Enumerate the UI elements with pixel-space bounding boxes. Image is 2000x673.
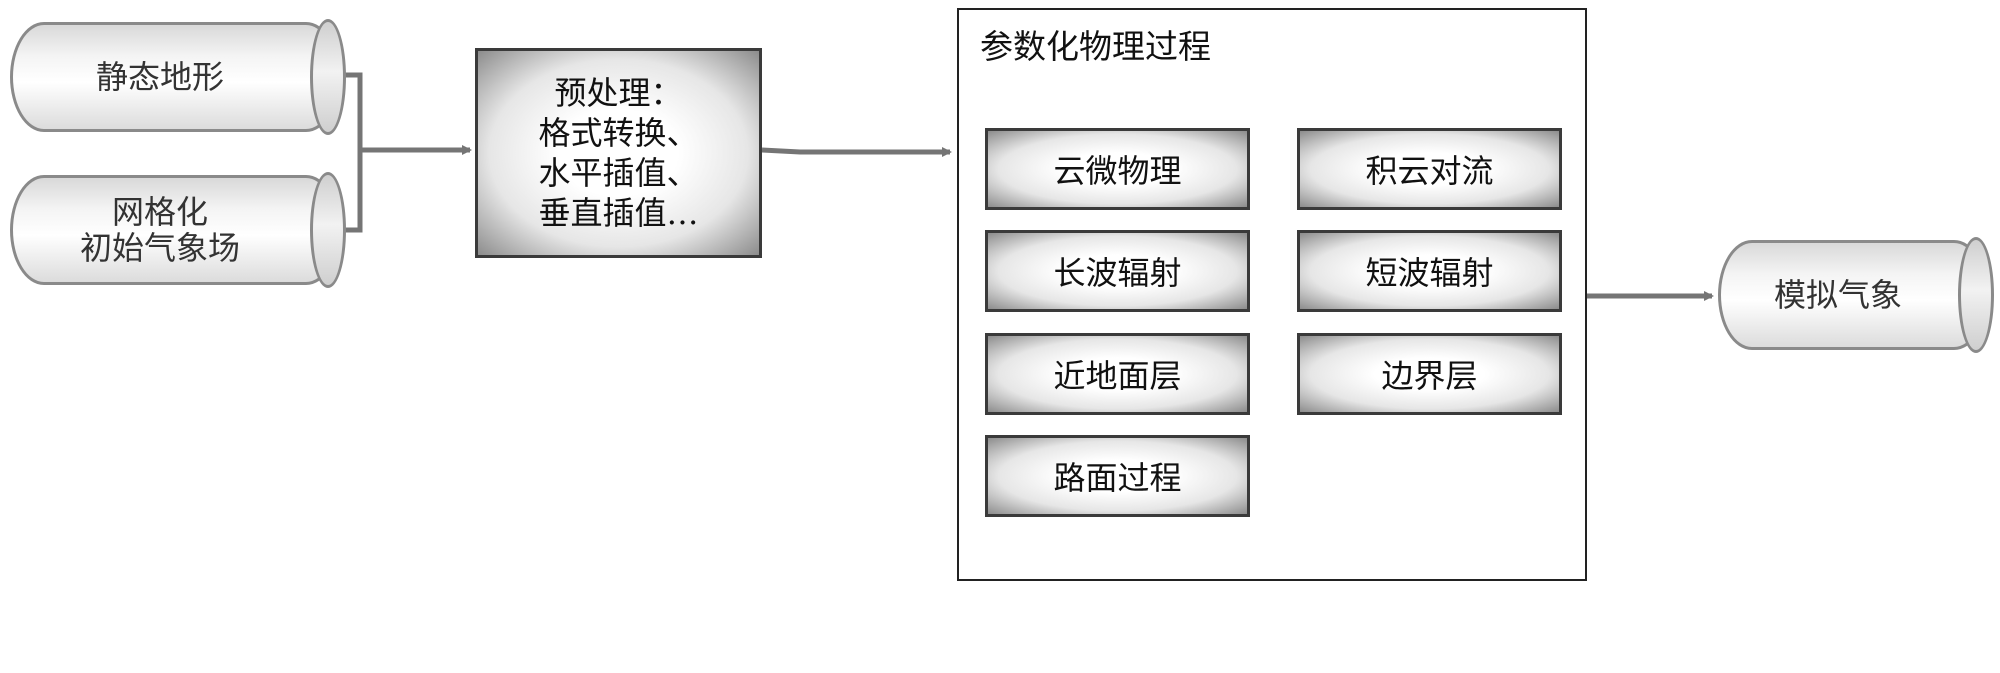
output-line: 模拟气象 <box>1773 276 1902 314</box>
input-line: 静态地形 <box>95 58 224 96</box>
cylinder-cap <box>310 19 346 135</box>
module-cumulus-convection: 积云对流 <box>1297 128 1562 210</box>
input-line: 网格化 <box>111 193 208 231</box>
arrow-to-physics <box>761 147 952 157</box>
cylinder-body <box>1718 240 1988 350</box>
module-boundary-layer: 边界层 <box>1297 333 1562 415</box>
module-road-surface: 路面过程 <box>985 435 1250 517</box>
module-cloud-microphysics: 云微物理 <box>985 128 1250 210</box>
physics-group-title: 参数化物理过程 <box>980 27 1211 66</box>
module-longwave-radiation: 长波辐射 <box>985 230 1250 312</box>
preprocess-line: 水平插值、 <box>538 154 699 192</box>
input-label: 网格化 初始气象场 <box>10 175 310 285</box>
output-simulated-weather: 模拟气象 <box>1718 237 1994 353</box>
cylinder-body <box>10 175 340 285</box>
cylinder-cap <box>1958 237 1994 353</box>
input-static-terrain: 静态地形 <box>10 19 346 135</box>
preprocess-line: 垂直插值… <box>538 194 699 232</box>
preprocess-line: 预处理： <box>554 74 683 112</box>
preprocess-line: 格式转换、 <box>538 114 699 152</box>
module-surface-layer: 近地面层 <box>985 333 1250 415</box>
output-label: 模拟气象 <box>1718 240 1958 350</box>
cylinder-cap <box>310 172 346 288</box>
input-gridded-initial-field: 网格化 初始气象场 <box>10 172 346 288</box>
module-shortwave-radiation: 短波辐射 <box>1297 230 1562 312</box>
input-line: 初始气象场 <box>79 229 240 267</box>
cylinder-body <box>10 22 340 132</box>
input-label: 静态地形 <box>10 22 310 132</box>
preprocess-box: 预处理： 格式转换、 水平插值、 垂直插值… <box>475 48 762 258</box>
